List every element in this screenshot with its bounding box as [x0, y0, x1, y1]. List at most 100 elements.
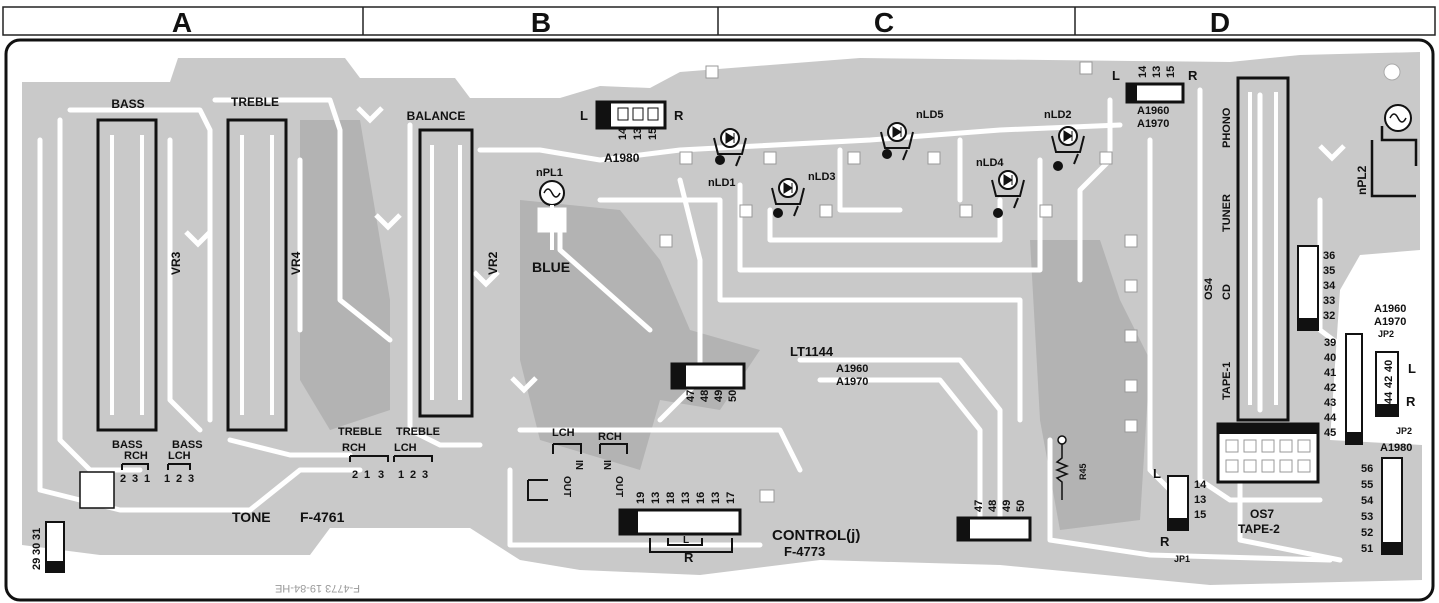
npl2-lamp-icon — [1370, 104, 1418, 198]
bottom-right-pin-header — [1381, 457, 1403, 555]
ld1-icon — [713, 128, 747, 167]
tape-pin-43: 43 — [1324, 397, 1336, 409]
mid-pin-48: 48 — [987, 500, 999, 512]
npl1-label: nPL1 — [536, 167, 563, 179]
copper-areas — [22, 52, 1422, 585]
jp2-top-label: JP2 — [1378, 329, 1394, 339]
in1-label: IN — [573, 460, 584, 470]
a1960-top-pin-3: 15 — [1165, 66, 1177, 78]
lt1144-pin-49: 49 — [713, 390, 725, 402]
treble-rch-label: RCH — [342, 442, 366, 454]
treble-rch-pin-3: 3 — [378, 469, 384, 481]
mid-pin-50: 50 — [1015, 500, 1027, 512]
a1980-r-label: R — [674, 108, 684, 123]
a1960-r-label: R — [1188, 68, 1198, 83]
cd-label: CD — [1221, 284, 1233, 300]
out1-label: OUT — [561, 476, 572, 497]
a1980-pin-3: 15 — [647, 128, 659, 140]
mid-pin-47: 47 — [973, 500, 985, 512]
ld5-label: nLD5 — [916, 109, 944, 121]
os4-pin-34: 34 — [1323, 280, 1336, 292]
br-pin-55: 55 — [1361, 479, 1373, 491]
vr2-label: VR2 — [486, 251, 500, 275]
br-pin-54: 54 — [1361, 495, 1374, 507]
control-pin-4: 13 — [680, 492, 692, 504]
a1970-jp2-label: A1970 — [1374, 316, 1406, 328]
jp1-label: JP1 — [1174, 554, 1190, 564]
vr3-label: VR3 — [169, 251, 183, 275]
jp2-pin-44: 44 — [1383, 391, 1395, 404]
os4-label: OS4 — [1203, 277, 1215, 300]
control-r-label: R — [684, 550, 694, 565]
os4-pin-36: 36 — [1323, 250, 1335, 262]
control-label: CONTROL(j) — [772, 527, 860, 544]
os4-pin-header — [1297, 245, 1319, 331]
os4-pin-35: 35 — [1323, 265, 1335, 277]
jp1-pin-14: 14 — [1194, 479, 1207, 491]
ld3-icon — [771, 178, 805, 218]
control-rch-label: RCH — [598, 431, 622, 443]
tape-pin-header — [1345, 333, 1363, 445]
vr4-label: VR4 — [289, 251, 303, 275]
bass-lch-pin-1: 1 — [164, 473, 170, 485]
bass-lch-pin-3: 3 — [188, 473, 194, 485]
bass-rch-pin-2: 3 — [132, 473, 138, 485]
tape-pin-40: 40 — [1324, 352, 1336, 364]
a1980-connector — [595, 100, 667, 130]
a1960-jp2-label: A1960 — [1374, 303, 1406, 315]
vr3-pot — [96, 118, 158, 432]
mount-hole-icon — [1383, 63, 1401, 81]
zone-label-d: D — [1210, 7, 1230, 38]
control-pin-5: 16 — [695, 492, 707, 504]
a1970-top-label: A1970 — [1137, 118, 1169, 130]
a1980-right-label: A1980 — [1380, 442, 1412, 454]
a1980-top-label: A1980 — [604, 151, 640, 165]
br-pin-51: 51 — [1361, 543, 1373, 555]
a1980-pin-1: 14 — [617, 127, 629, 140]
control-l-label: L — [683, 535, 689, 546]
left-pin-30: 30 — [31, 543, 43, 555]
zone-label-a: A — [172, 7, 192, 38]
tape2-label: TAPE-2 — [1238, 522, 1280, 536]
left-pin-29: 29 — [31, 558, 43, 570]
br-pin-52: 52 — [1361, 527, 1373, 539]
bass-lch-small-label: BASS — [172, 439, 203, 451]
bass-rch-label: RCH — [124, 450, 148, 462]
a1960-top-connector — [1125, 82, 1185, 104]
bass-rch-pin-3: 1 — [144, 473, 150, 485]
board-stamp: F-4773 19-84-HE — [275, 582, 360, 594]
npl2-label: nPL2 — [1355, 165, 1369, 195]
treble-rch-pin-1: 2 — [352, 469, 358, 481]
bass-lch-label: LCH — [168, 450, 191, 462]
vr2-pot — [418, 128, 474, 418]
os7-label: OS7 — [1250, 507, 1274, 521]
left-pin-31: 31 — [31, 528, 43, 540]
treble-lch-pin-1: 1 — [398, 469, 404, 481]
control-pin-7: 17 — [725, 492, 737, 504]
tape-pin-45: 45 — [1324, 427, 1336, 439]
jp2-pin-42: 42 — [1383, 376, 1395, 388]
ld3-label: nLD3 — [808, 171, 836, 183]
tape-pin-42: 42 — [1324, 382, 1336, 394]
br-pin-56: 56 — [1361, 463, 1373, 475]
bass-rch-pin-1: 2 — [120, 473, 126, 485]
bass-pad-block — [79, 471, 115, 509]
mid-pin-49: 49 — [1001, 500, 1013, 512]
br-pin-53: 53 — [1361, 511, 1373, 523]
ld5-icon — [880, 122, 914, 161]
lt1144-pin-47: 47 — [685, 390, 697, 402]
ld4-label: nLD4 — [976, 157, 1004, 169]
tape-pin-41: 41 — [1324, 367, 1336, 379]
os4-switch — [1236, 76, 1290, 422]
treble-lch-label: LCH — [394, 442, 417, 454]
treble-rch-small-label: TREBLE — [338, 426, 382, 438]
treble-label: TREBLE — [231, 95, 279, 109]
a1980-pin-2: 13 — [632, 128, 644, 140]
r45-label: R45 — [1078, 463, 1088, 480]
a1960-top-label: A1960 — [1137, 105, 1169, 117]
bass-label: BASS — [111, 97, 144, 111]
treble-lch-pin-3: 3 — [422, 469, 428, 481]
pads — [659, 61, 1138, 503]
jp1-pin-15: 15 — [1194, 509, 1206, 521]
